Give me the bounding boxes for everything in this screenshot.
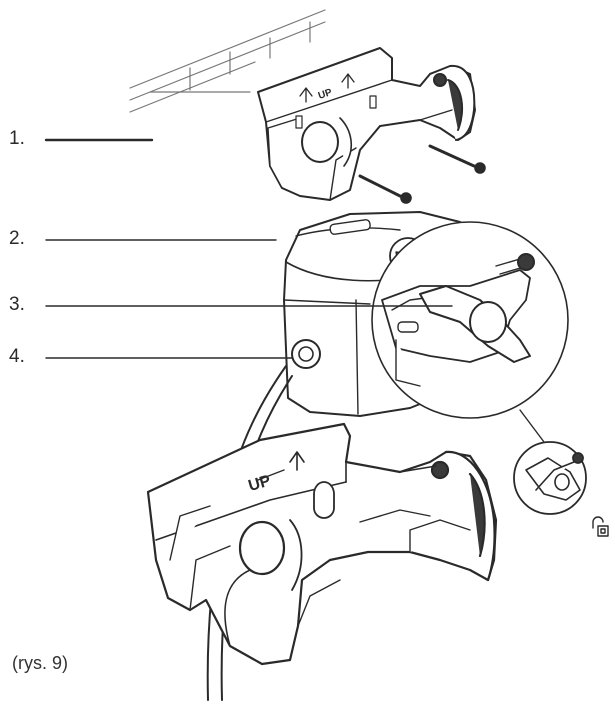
lock-icon [592,516,609,537]
callout-leader-lines [44,138,453,359]
callout-label-2: 2. [9,228,25,249]
lock-detail-circle [513,409,587,515]
figure-caption: (rys. 9) [12,653,68,673]
bottom-bracket-up-label: UP [247,472,273,495]
bottom-wall-bracket: UP [146,422,498,666]
top-bracket-up-label: UP [317,87,334,102]
callout-label-1: 1. [9,128,25,149]
lever-detail-magnifier [371,221,569,419]
top-wall-bracket: UP [257,47,476,201]
callout-label-4: 4. [9,346,25,367]
callout-label-3: 3. [9,294,25,315]
table-rail-lines [129,9,326,113]
mounting-screws [358,144,486,204]
